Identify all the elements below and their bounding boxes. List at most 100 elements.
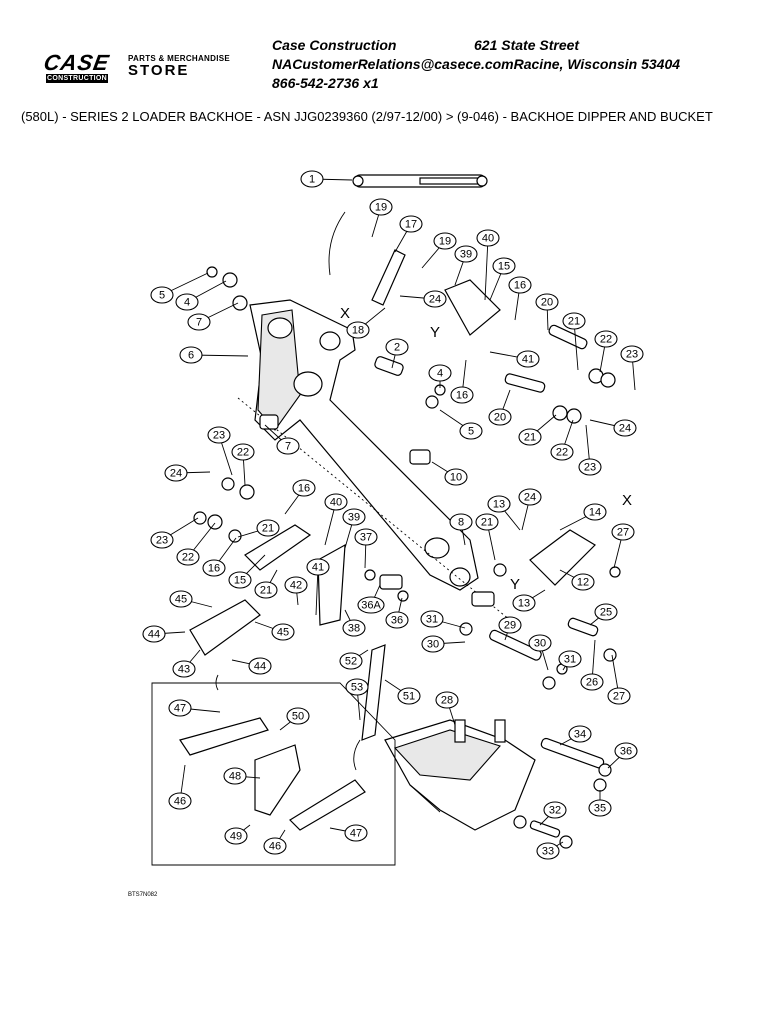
callout-45[interactable]: 45 — [254, 621, 295, 641]
callout-20[interactable]: 20 — [488, 389, 512, 426]
email-address[interactable]: NACustomerRelations@casece.comRacine, Wi… — [272, 55, 680, 74]
callout-24[interactable]: 24 — [399, 290, 447, 308]
callout-47[interactable]: 47 — [168, 699, 221, 717]
callout-35[interactable]: 35 — [588, 790, 612, 817]
callout-7[interactable]: 7 — [264, 424, 300, 455]
callout-46[interactable]: 46 — [263, 829, 287, 855]
callout-23[interactable]: 23 — [620, 345, 644, 391]
callout-6[interactable]: 6 — [179, 346, 249, 364]
callout-number: 24 — [619, 423, 631, 435]
callout-50[interactable]: 50 — [279, 707, 310, 731]
callout-number: 6 — [188, 350, 194, 362]
callout-21[interactable]: 21 — [237, 519, 280, 538]
callout-39[interactable]: 39 — [342, 508, 366, 549]
callout-16[interactable]: 16 — [450, 359, 474, 404]
callout-32[interactable]: 32 — [539, 801, 567, 826]
callout-33[interactable]: 33 — [536, 841, 564, 860]
callout-13[interactable]: 13 — [487, 495, 521, 531]
callout-42[interactable]: 42 — [284, 576, 308, 606]
callout-13[interactable]: 13 — [512, 589, 546, 612]
callout-44[interactable]: 44 — [231, 657, 272, 675]
callout-24[interactable]: 24 — [164, 464, 211, 482]
callout-40[interactable]: 40 — [324, 493, 348, 546]
callout-23[interactable]: 23 — [207, 426, 233, 476]
callout-1[interactable]: 1 — [300, 170, 353, 188]
callout-44[interactable]: 44 — [142, 625, 186, 643]
callout-18[interactable]: 18 — [346, 307, 386, 339]
callout-20[interactable]: 20 — [535, 293, 559, 331]
callout-51[interactable]: 51 — [384, 679, 421, 705]
callout-4[interactable]: 4 — [428, 364, 452, 388]
callout-30[interactable]: 30 — [528, 634, 552, 671]
callout-14[interactable]: 14 — [559, 503, 607, 531]
callout-26[interactable]: 26 — [580, 639, 604, 691]
callout-number: 43 — [178, 664, 190, 676]
callout-23[interactable]: 23 — [578, 424, 602, 476]
callout-number: 44 — [254, 661, 266, 673]
callout-41[interactable]: 41 — [489, 350, 540, 368]
callout-36a[interactable]: 36A — [357, 584, 385, 614]
callout-48[interactable]: 48 — [223, 767, 261, 785]
callout-bubble — [550, 443, 574, 461]
callout-24[interactable]: 24 — [589, 419, 637, 437]
callout-17[interactable]: 17 — [394, 215, 423, 253]
callout-41[interactable]: 41 — [306, 558, 330, 616]
callout-40[interactable]: 40 — [476, 229, 500, 301]
callout-12[interactable]: 12 — [559, 569, 595, 591]
callout-15[interactable]: 15 — [489, 257, 516, 301]
callout-16[interactable]: 16 — [202, 537, 237, 577]
callout-10[interactable]: 10 — [431, 461, 468, 486]
callout-22[interactable]: 22 — [231, 443, 255, 486]
callout-53[interactable]: 53 — [345, 678, 369, 721]
callout-bubble — [611, 523, 635, 541]
callout-number: 16 — [208, 563, 220, 575]
callout-22[interactable]: 22 — [550, 419, 574, 461]
callout-31[interactable]: 31 — [420, 610, 466, 629]
callout-21[interactable]: 21 — [562, 312, 586, 371]
callout-27[interactable]: 27 — [607, 654, 631, 705]
callout-21[interactable]: 21 — [254, 569, 278, 599]
callout-36[interactable]: 36 — [385, 597, 409, 629]
callout-52[interactable]: 52 — [339, 649, 369, 670]
callout-22[interactable]: 22 — [594, 330, 618, 373]
callout-5[interactable]: 5 — [150, 272, 209, 304]
callout-28[interactable]: 28 — [435, 691, 459, 726]
callout-39[interactable]: 39 — [454, 245, 478, 286]
callout-number: 39 — [348, 512, 360, 524]
callout-36[interactable]: 36 — [607, 742, 638, 769]
callout-37[interactable]: 37 — [354, 528, 378, 569]
callout-46[interactable]: 46 — [168, 764, 192, 810]
callout-25[interactable]: 25 — [589, 603, 618, 626]
callout-2[interactable]: 2 — [385, 338, 409, 369]
callout-43[interactable]: 43 — [172, 649, 201, 678]
callout-29[interactable]: 29 — [498, 616, 522, 641]
callout-23[interactable]: 23 — [150, 517, 199, 549]
breadcrumb[interactable]: (580L) - SERIES 2 LOADER BACKHOE - ASN J… — [21, 109, 713, 124]
callout-31[interactable]: 31 — [558, 650, 582, 671]
callout-27[interactable]: 27 — [611, 523, 635, 569]
callout-number: 7 — [196, 317, 202, 329]
callout-22[interactable]: 22 — [176, 522, 216, 566]
callout-19[interactable]: 19 — [369, 198, 393, 238]
callout-21[interactable]: 21 — [518, 414, 557, 446]
callout-15[interactable]: 15 — [228, 554, 266, 589]
callout-45[interactable]: 45 — [169, 590, 213, 608]
callout-19[interactable]: 19 — [421, 232, 457, 269]
callout-16[interactable]: 16 — [284, 479, 316, 515]
callout-49[interactable]: 49 — [224, 824, 251, 845]
callout-24[interactable]: 24 — [518, 488, 542, 531]
callout-30[interactable]: 30 — [421, 635, 466, 653]
callout-21[interactable]: 21 — [475, 513, 499, 561]
callout-number: 25 — [600, 607, 612, 619]
callout-16[interactable]: 16 — [508, 276, 532, 321]
callout-5[interactable]: 5 — [439, 409, 483, 440]
callout-47[interactable]: 47 — [329, 824, 368, 842]
callout-38[interactable]: 38 — [342, 609, 366, 637]
callout-8[interactable]: 8 — [449, 513, 473, 546]
callout-4[interactable]: 4 — [175, 280, 227, 311]
case-logo[interactable]: CASE CONSTRUCTION — [40, 50, 112, 83]
store-logo[interactable]: PARTS & MERCHANDISE STORE — [128, 54, 248, 79]
email-text[interactable]: NACustomerRelations@casece.com — [272, 56, 514, 72]
callout-7[interactable]: 7 — [187, 302, 239, 331]
callout-34[interactable]: 34 — [559, 725, 592, 746]
